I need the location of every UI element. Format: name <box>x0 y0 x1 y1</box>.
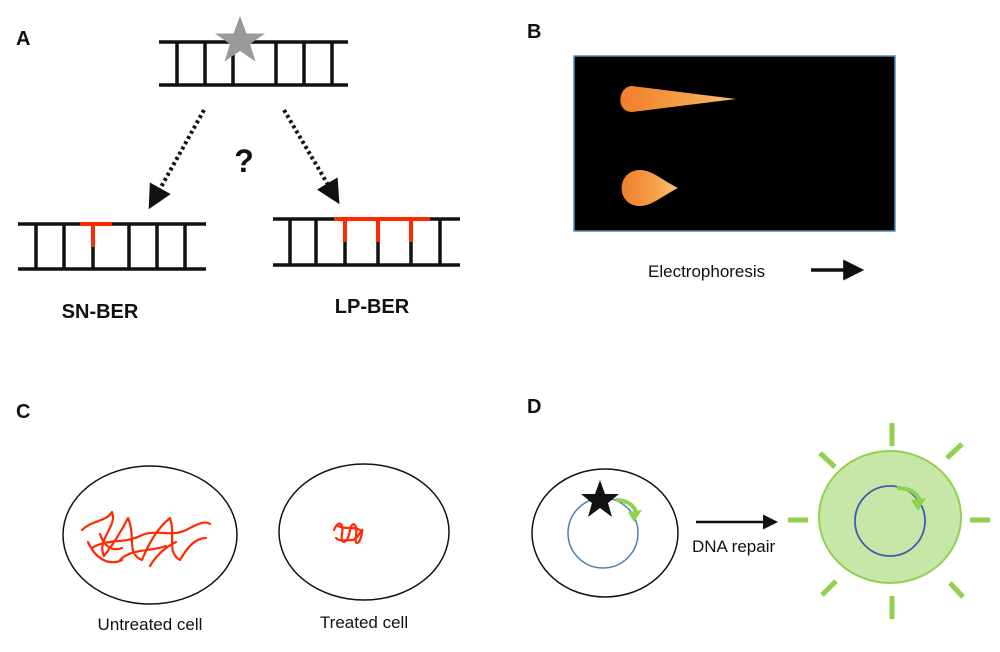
untreated-cell <box>62 465 238 605</box>
comet-compact <box>621 170 678 206</box>
untreated-cell-label: Untreated cell <box>98 615 203 634</box>
comet-tailed <box>620 86 736 112</box>
pathway-arrow-left <box>148 109 206 210</box>
question-mark: ? <box>234 143 254 179</box>
gel-image <box>573 55 896 232</box>
reporter-arrowhead <box>628 510 642 522</box>
repaired-plasmid <box>854 485 926 557</box>
panel-b: B Electrophoresis <box>527 21 896 281</box>
panel-d-letter: D <box>527 396 541 418</box>
panel-b-letter: B <box>527 21 541 43</box>
damaged-cell <box>531 468 679 598</box>
sn-ber-label: SN-BER <box>62 301 139 323</box>
lesion-star-icon <box>215 16 265 62</box>
panel-a: A ? <box>16 16 460 323</box>
pathway-arrow-right <box>282 108 340 205</box>
untreated-dna-tangle <box>80 510 212 568</box>
damage-star-icon <box>581 480 619 517</box>
lp-ber-repair-patch <box>334 217 430 242</box>
panel-d: D DNA repair <box>527 396 990 619</box>
lp-ber-label: LP-BER <box>335 296 410 318</box>
panel-c: C Untreated cell Treated cell <box>16 401 450 634</box>
reporter-active-arrow-icon <box>896 486 922 502</box>
treated-dna-tangle <box>332 522 364 545</box>
electrophoresis-label: Electrophoresis <box>648 262 765 281</box>
dna-repair-label: DNA repair <box>692 537 775 556</box>
treated-cell <box>278 463 450 601</box>
fluorescent-cell <box>818 450 962 584</box>
reporter-active-arrowhead <box>911 498 926 511</box>
panel-c-letter: C <box>16 401 30 423</box>
fluorescence-rays <box>788 423 990 619</box>
treated-cell-label: Treated cell <box>320 613 408 632</box>
damaged-dna-ladder <box>159 40 348 87</box>
sn-ber-ladder <box>18 222 206 271</box>
sn-ber-repair-patch <box>80 222 112 247</box>
panel-a-letter: A <box>16 28 30 50</box>
reporter-arrow-icon <box>615 498 638 513</box>
lp-ber-ladder <box>273 217 460 267</box>
